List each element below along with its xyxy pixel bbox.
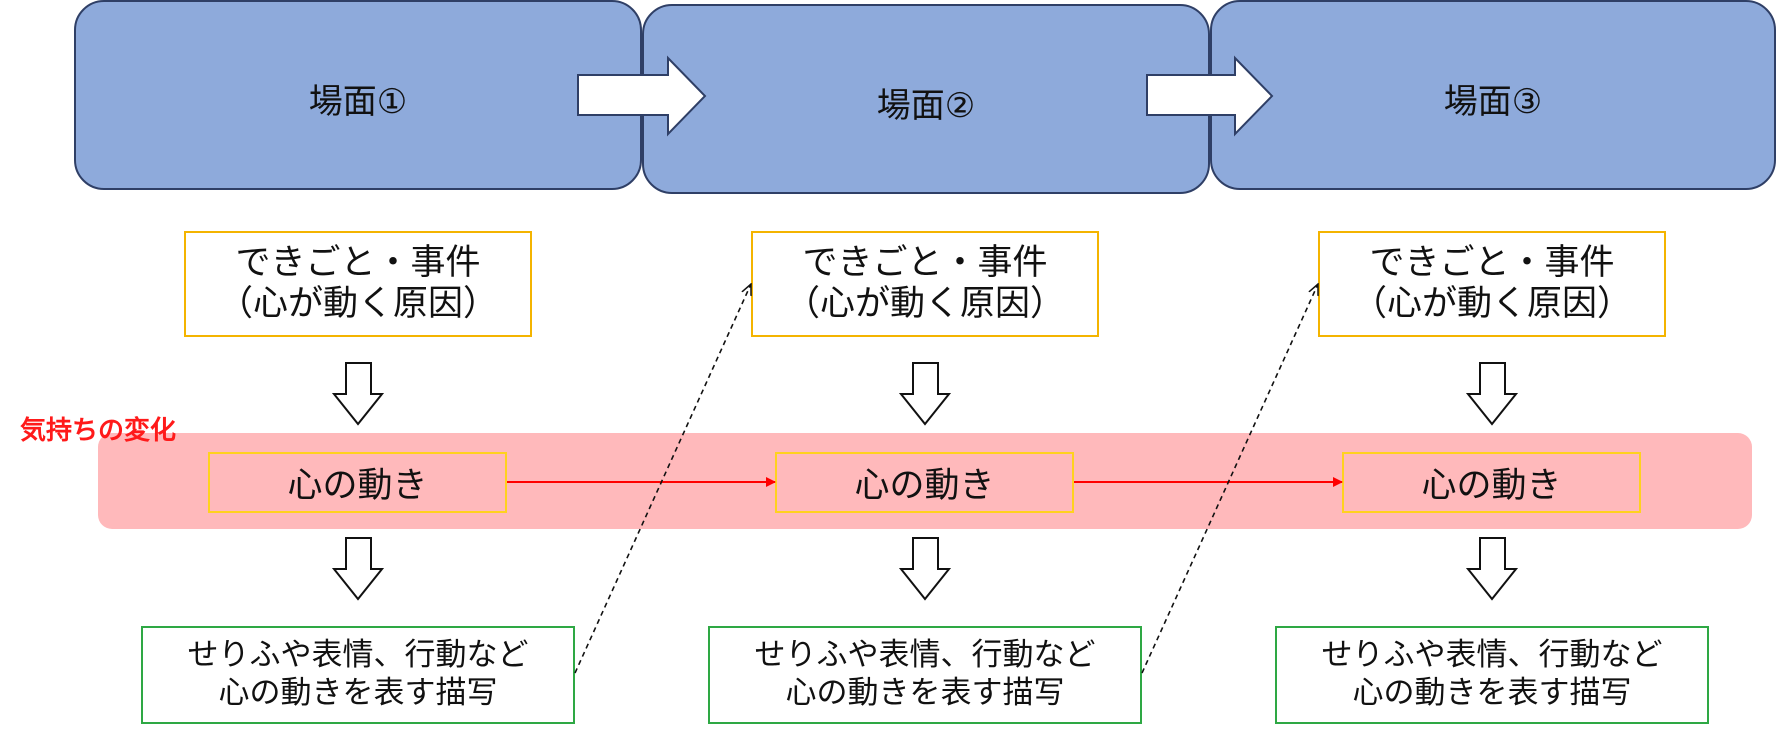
expression-box-3: せりふや表情、行動など 心の動きを表す描写 xyxy=(1275,626,1709,724)
expression-box-3-line1: せりふや表情、行動など xyxy=(1321,637,1663,674)
expression-box-2-line1: せりふや表情、行動など xyxy=(754,637,1096,674)
scene-arrow-1-2 xyxy=(577,55,707,137)
scene-2-title: 場面② xyxy=(876,85,976,126)
event-box-2-line1: できごと・事件 xyxy=(802,242,1048,283)
dashed-arrow-expression-1-to-event-2 xyxy=(574,284,751,674)
event-box-1: できごと・事件 （心が動く原因） xyxy=(184,231,532,337)
heart-movement-box-1: 心の動き xyxy=(208,452,507,513)
event-box-3-line2: （心が動く原因） xyxy=(1351,284,1632,324)
down-arrow-event-to-heart-1 xyxy=(331,362,385,426)
expression-box-2-line2: 心の動きを表す描写 xyxy=(785,675,1065,711)
heart-movement-label-3: 心の動き xyxy=(1421,466,1562,506)
event-box-3: できごと・事件 （心が動く原因） xyxy=(1318,231,1666,337)
scene-1-title: 場面① xyxy=(308,81,408,122)
scene-3-block: 場面③ xyxy=(1210,0,1776,190)
heart-movement-box-2: 心の動き xyxy=(775,452,1074,513)
down-arrow-heart-to-expression-2 xyxy=(898,537,952,601)
band-label: 気持ちの変化 xyxy=(20,416,177,446)
expression-box-1: せりふや表情、行動など 心の動きを表す描写 xyxy=(141,626,575,724)
event-box-1-line1: できごと・事件 xyxy=(235,242,481,283)
down-arrow-heart-to-expression-3 xyxy=(1465,537,1519,601)
expression-box-1-line2: 心の動きを表す描写 xyxy=(218,675,498,711)
down-arrow-event-to-heart-3 xyxy=(1465,362,1519,426)
event-box-1-line2: （心が動く原因） xyxy=(217,284,498,324)
expression-box-3-line2: 心の動きを表す描写 xyxy=(1352,675,1632,711)
down-arrow-heart-to-expression-1 xyxy=(331,537,385,601)
down-arrow-event-to-heart-2 xyxy=(898,362,952,426)
scene-1-block: 場面① xyxy=(74,0,642,190)
event-box-2: できごと・事件 （心が動く原因） xyxy=(751,231,1099,337)
emotion-change-band xyxy=(98,433,1752,529)
scene-3-title: 場面③ xyxy=(1443,81,1543,122)
heart-movement-label-1: 心の動き xyxy=(287,466,428,506)
heart-movement-label-2: 心の動き xyxy=(854,466,995,506)
dashed-arrow-expression-2-to-event-3 xyxy=(1141,284,1318,674)
expression-box-2: せりふや表情、行動など 心の動きを表す描写 xyxy=(708,626,1142,724)
scene-arrow-2-3 xyxy=(1146,55,1274,137)
event-box-3-line1: できごと・事件 xyxy=(1369,242,1615,283)
event-box-2-line2: （心が動く原因） xyxy=(784,284,1065,324)
heart-movement-box-3: 心の動き xyxy=(1342,452,1641,513)
expression-box-1-line1: せりふや表情、行動など xyxy=(187,637,529,674)
